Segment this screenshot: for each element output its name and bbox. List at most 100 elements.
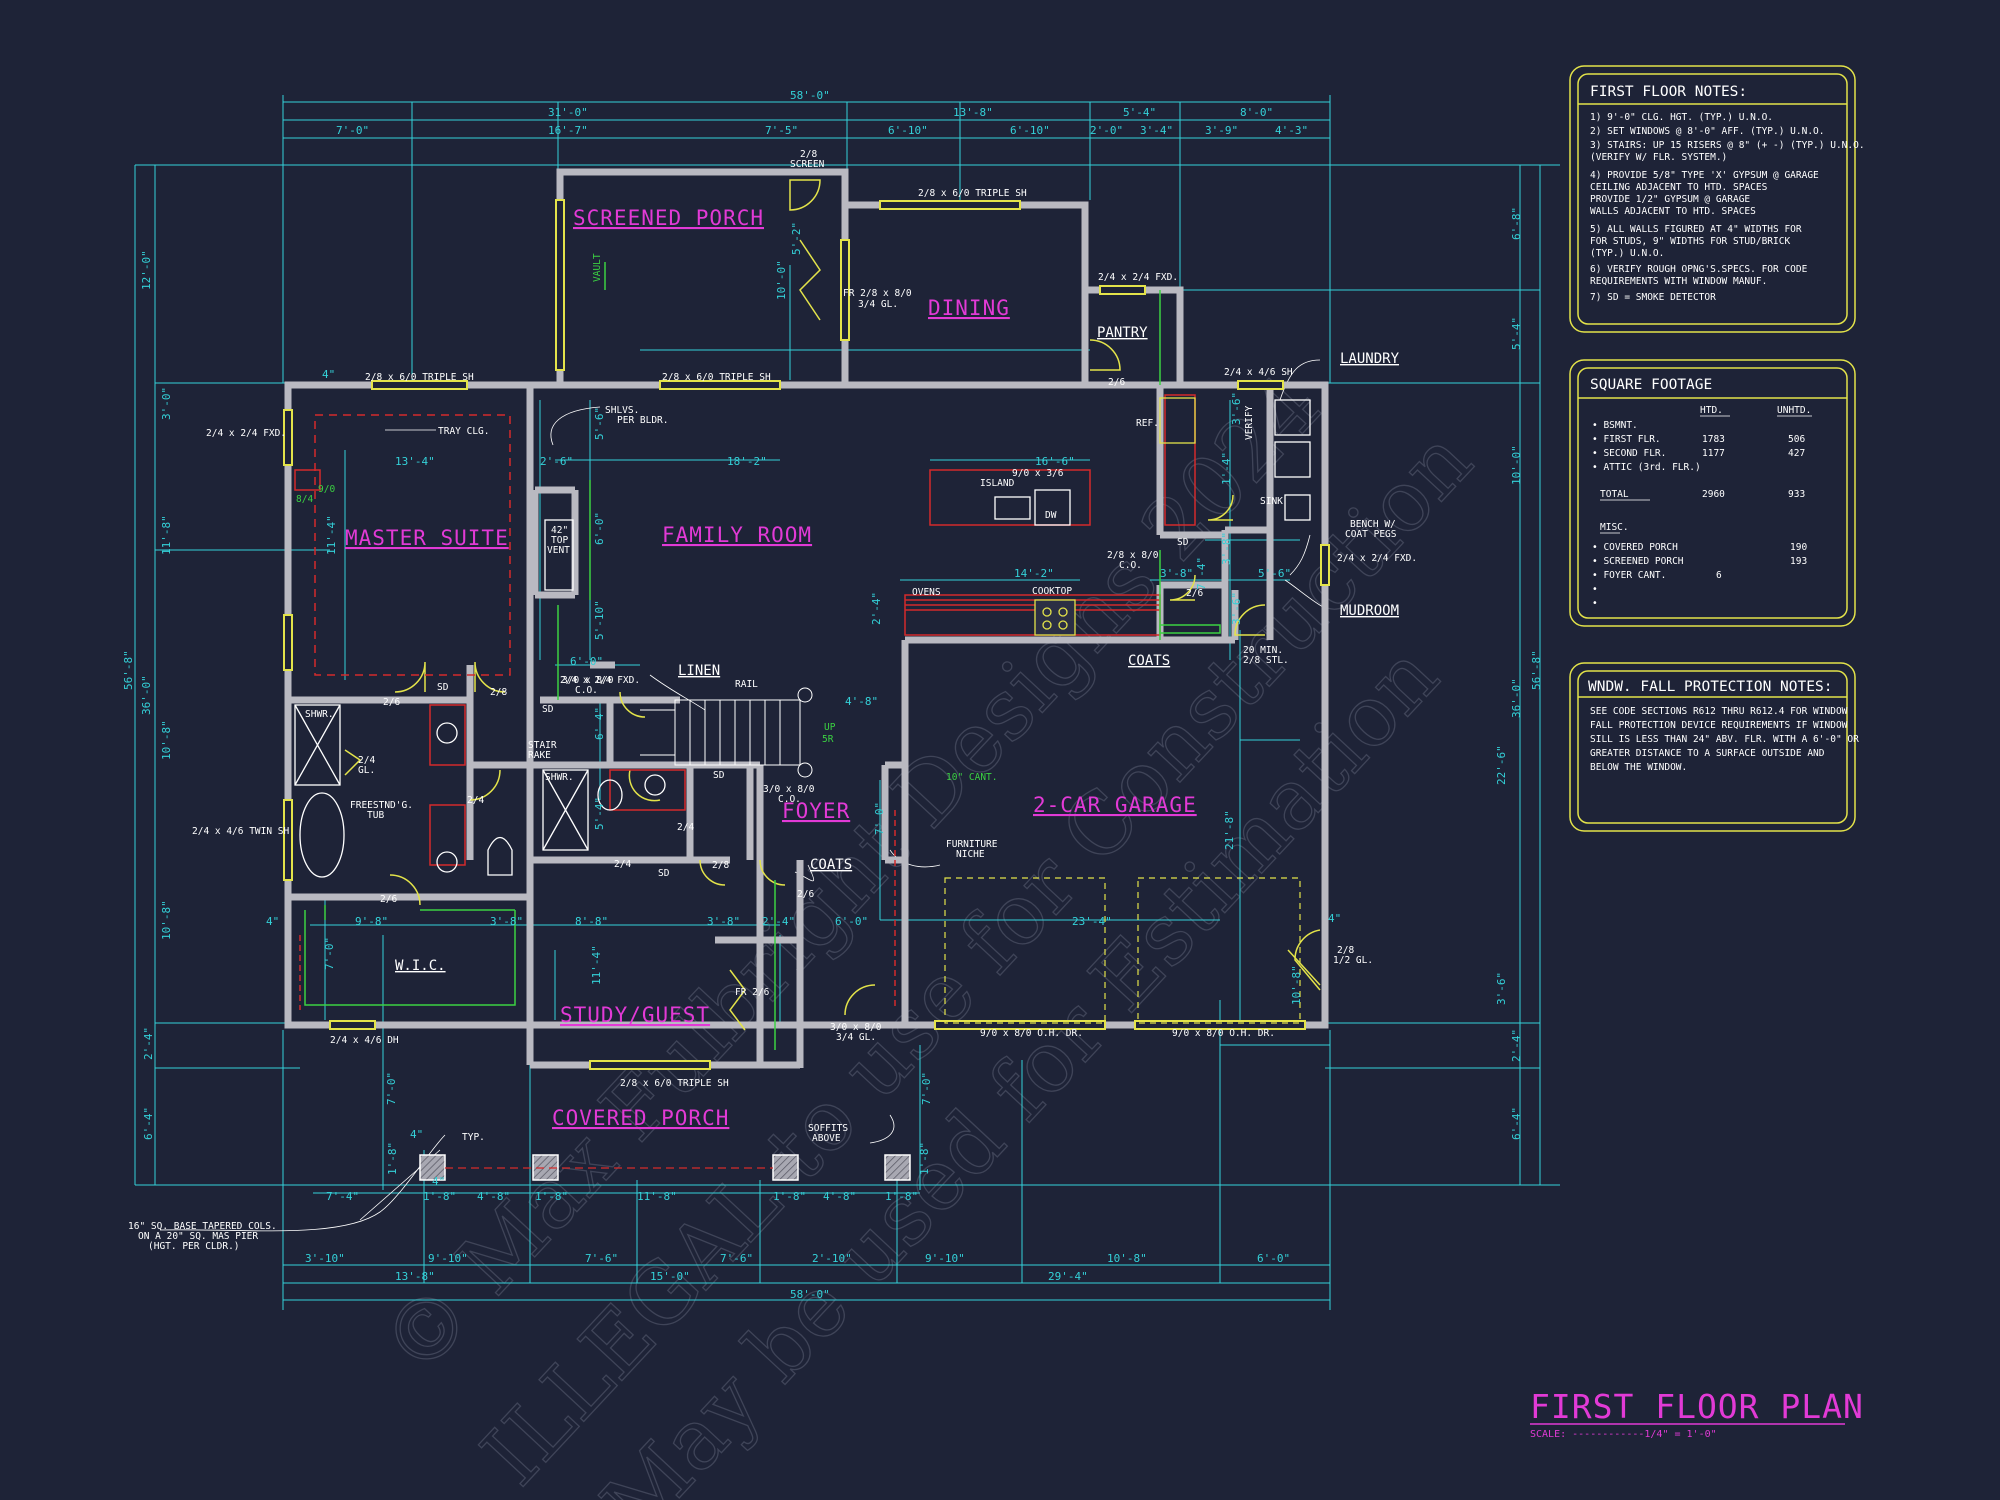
dimension-label: 4" xyxy=(266,915,279,928)
annotation-text: VAULT xyxy=(592,253,603,282)
annotation-text: SD xyxy=(437,682,449,693)
dimension-label: 2'-10" xyxy=(812,1252,852,1265)
dimension-label: 6'-10" xyxy=(888,124,928,137)
garage-stalls xyxy=(944,877,1301,1024)
dimension-label: 7'-6" xyxy=(585,1252,618,1265)
dimension-label: 10'-8" xyxy=(160,720,173,760)
room-label-mudroom: MUDROOM xyxy=(1340,603,1399,619)
annotation-text: 3/0 x 8/0 xyxy=(830,1022,882,1033)
dimension-label: 8'-0" xyxy=(1240,106,1273,119)
annotation-text: 2/8 x 6/0 TRIPLE SH xyxy=(620,1078,729,1089)
dimension-label: 23'-4" xyxy=(1072,915,1112,928)
dimension-label: 56'-8" xyxy=(1530,650,1543,690)
annotation-text: SHWR. xyxy=(305,709,334,720)
annotation-text: 5R xyxy=(822,734,834,745)
dimension-label: 6'-0" xyxy=(1257,1252,1290,1265)
annotation-text: 2/6 xyxy=(1108,377,1125,388)
dimension-label: 3'-6" xyxy=(1495,972,1508,1005)
fall-line: BELOW THE WINDOW. xyxy=(1590,762,1687,773)
annotation-text: PER BLDR. xyxy=(617,415,668,426)
annotation-text: 42" xyxy=(551,525,568,536)
dimension-label: 36'-0" xyxy=(1510,678,1523,718)
annotation-text: 1/2 GL. xyxy=(1333,955,1373,966)
dimension-label: 1'-8" xyxy=(885,1190,918,1203)
stair xyxy=(640,687,813,778)
fall-title: WNDW. FALL PROTECTION NOTES: xyxy=(1588,679,1832,695)
dimension-label: 13'-4" xyxy=(395,455,435,468)
dimension-label: 3'-8" xyxy=(1220,532,1233,565)
annotation-text: 2/6 xyxy=(380,894,397,905)
dimension-label: 4'-8" xyxy=(845,695,878,708)
room-label-study: STUDY/GUEST xyxy=(560,1003,710,1027)
dimension-label: 3'-10" xyxy=(305,1252,345,1265)
annotation-text: 2/4 xyxy=(467,795,484,806)
annotation-text: ABOVE xyxy=(812,1133,841,1144)
annotation-text: SD xyxy=(713,770,725,781)
dimension-label: 6'-10" xyxy=(1010,124,1050,137)
dimension-label: 2'-4" xyxy=(870,592,883,625)
dimension-label: 5'-10" xyxy=(593,600,606,640)
note-line: 5) ALL WALLS FIGURED AT 4" WIDTHS FOR xyxy=(1590,224,1802,235)
annotation-text: FR 2/8 x 8/0 xyxy=(843,288,912,299)
room-label-family-room: FAMILY ROOM xyxy=(662,523,812,547)
dimension-label: 7'-0" xyxy=(336,124,369,137)
dimension-label: 4" xyxy=(410,1128,423,1141)
annotation-text: SOFFITS xyxy=(808,1123,848,1134)
dimension-label: 58'-0" xyxy=(790,1288,830,1301)
annotation-text: VERIFY xyxy=(1244,405,1255,440)
sqft-misc-label: • xyxy=(1592,598,1598,609)
room-label-pantry: PANTRY xyxy=(1097,325,1148,341)
note-line: WALLS ADJACENT TO HTD. SPACES xyxy=(1590,206,1756,217)
sqft-misc-label: • FOYER CANT. xyxy=(1592,570,1666,581)
dimension-label: 5'-4" xyxy=(1510,317,1523,350)
annotation-text: 2/6 xyxy=(383,697,400,708)
dimension-label: 13'-8" xyxy=(395,1270,435,1283)
sqft-total-htd: 2960 xyxy=(1702,489,1725,500)
room-labels: SCREENED PORCH DINING PANTRY LAUNDRY MAS… xyxy=(345,206,1400,1130)
sqft-misc-label: • xyxy=(1592,584,1598,595)
dimension-label: 10'-8" xyxy=(1107,1252,1147,1265)
dimension-label: 4'-8" xyxy=(477,1190,510,1203)
plan-title: FIRST FLOOR PLAN xyxy=(1530,1387,1864,1426)
dimension-label: 7'-0" xyxy=(873,802,886,835)
note-line: 2) SET WINDOWS @ 8'-0" AFF. (TYP.) U.N.O… xyxy=(1590,126,1825,137)
annotation-text: ON A 20" SQ. MAS PIER xyxy=(138,1231,258,1242)
dimension-label: 4'-8" xyxy=(823,1190,856,1203)
dimension-label: 1'-8" xyxy=(386,1142,399,1175)
annotation-text: GL. xyxy=(358,765,375,776)
dimension-label: 7'-6" xyxy=(720,1252,753,1265)
annotation-text: 2/8 xyxy=(800,149,817,160)
note-line: FOR STUDS, 9" WIDTHS FOR STUD/BRICK xyxy=(1590,236,1790,247)
annotation-text: OVENS xyxy=(912,587,941,598)
annotation-text: SD xyxy=(1177,537,1189,548)
annotation-text: 2/4 x 2/4 FXD. xyxy=(206,428,286,439)
annotation-text: 2/8 xyxy=(1337,945,1354,956)
room-label-covered-porch: COVERED PORCH xyxy=(552,1106,729,1130)
annotation-text: COOKTOP xyxy=(1032,586,1072,597)
sqft-row-label: • FIRST FLR. xyxy=(1592,434,1661,445)
sqft-misc-label: MISC. xyxy=(1600,522,1629,533)
sqft-total-unhtd: 933 xyxy=(1788,489,1805,500)
annotation-text: 2/8 x 6/0 TRIPLE SH xyxy=(918,188,1027,199)
sqft-misc-value: 6 xyxy=(1716,570,1722,581)
annotation-text: UP xyxy=(824,722,836,733)
sqft-col-htd: HTD. xyxy=(1700,405,1723,416)
fall-line: SEE CODE SECTIONS R612 THRU R612.4 FOR W… xyxy=(1590,706,1848,717)
dimension-label: 11'-8" xyxy=(160,515,173,555)
sqft-row-label: • SECOND FLR. xyxy=(1592,448,1666,459)
dimension-label: 12'-0" xyxy=(140,250,153,290)
note-line: REQUIREMENTS WITH WINDOW MANUF. xyxy=(1590,276,1767,287)
dimension-label: 3'-6" xyxy=(1230,392,1243,425)
dimension-label: 7'-0" xyxy=(920,1072,933,1105)
annotation-text: 20 MIN. xyxy=(1243,645,1283,656)
note-line: (TYP.) U.N.O. xyxy=(1590,248,1664,259)
annotation-text: TUB xyxy=(367,810,384,821)
dimension-label: 5'-4" xyxy=(1123,106,1156,119)
square-footage-panel: SQUARE FOOTAGE HTD. UNHTD. • BSMNT. • FI… xyxy=(1569,359,1856,627)
dimension-label: 4'-3" xyxy=(1275,124,1308,137)
annotation-text: REF. xyxy=(1136,418,1159,429)
annotation-text: BENCH W/ xyxy=(1350,519,1396,530)
annotation-text: 2/6 xyxy=(1186,588,1203,599)
dimension-label: 58'-0" xyxy=(790,89,830,102)
dimension-label: 6'-4" xyxy=(593,707,606,740)
